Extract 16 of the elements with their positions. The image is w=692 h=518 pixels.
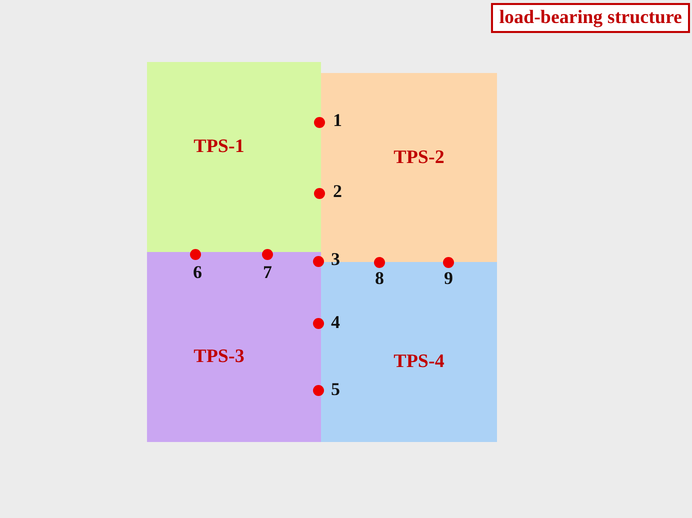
callout-number: 3: [331, 250, 340, 268]
callout-number: 7: [263, 263, 272, 281]
callout-number: 6: [193, 263, 202, 281]
panel-label: TPS-3: [194, 346, 244, 368]
panel-label: TPS-4: [394, 351, 444, 373]
callout-number: 9: [444, 269, 453, 287]
panel-label: TPS-2: [394, 146, 444, 168]
callout-number: 5: [331, 380, 340, 398]
callout-number: 1: [333, 111, 342, 129]
callout-number: 2: [333, 182, 342, 200]
callout-number: 8: [375, 269, 384, 287]
title-box: load-bearing structure: [491, 3, 690, 33]
structure-panel: [147, 62, 321, 252]
structure-panel: [147, 252, 321, 442]
callout-number: 4: [331, 313, 340, 331]
panel-label: TPS-1: [194, 136, 244, 158]
